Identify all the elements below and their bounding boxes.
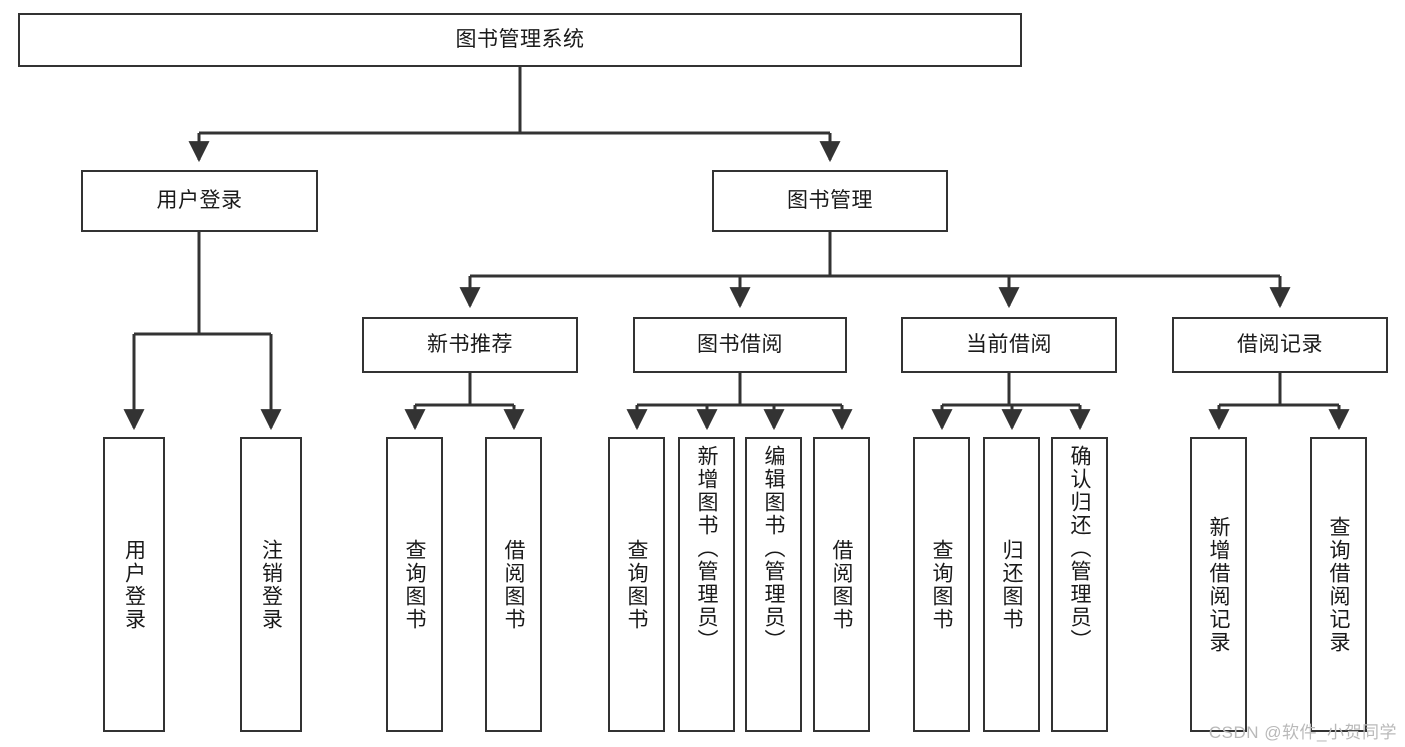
node-edit-book-admin-label: 编辑图书（管理员） (762, 445, 785, 652)
node-user-login-label: 用户登录 (156, 188, 243, 212)
node-query-borrow-record-label: 查询借阅记录 (1327, 515, 1350, 654)
node-current-borrow[interactable]: 当前借阅 (901, 317, 1117, 373)
node-new-book-recommend[interactable]: 新书推荐 (362, 317, 578, 373)
node-root-label: 图书管理系统 (455, 27, 585, 51)
node-add-book-admin-label: 新增图书（管理员） (695, 445, 718, 652)
node-return-book-label: 归还图书 (1000, 538, 1023, 631)
node-borrow-records-label: 借阅记录 (1237, 332, 1323, 356)
watermark-text: CSDN @软件_小贺同学 (1208, 723, 1397, 742)
node-user-login-action-label: 用户登录 (122, 538, 146, 631)
node-book-borrow[interactable]: 图书借阅 (633, 317, 847, 373)
node-query-book-new[interactable]: 查询图书 (386, 437, 443, 732)
node-return-book[interactable]: 归还图书 (983, 437, 1040, 732)
node-book-borrow-label: 图书借阅 (697, 332, 783, 356)
node-user-login[interactable]: 用户登录 (81, 170, 318, 232)
node-user-login-action[interactable]: 用户登录 (103, 437, 165, 732)
node-borrow-book-new[interactable]: 借阅图书 (485, 437, 542, 732)
node-edit-book-admin[interactable]: 编辑图书（管理员） (745, 437, 802, 732)
node-root[interactable]: 图书管理系统 (18, 13, 1022, 67)
node-query-book-new-label: 查询图书 (403, 538, 426, 631)
node-confirm-return-admin-label: 确认归还（管理员） (1068, 445, 1091, 652)
node-book-management[interactable]: 图书管理 (712, 170, 948, 232)
node-add-borrow-record-label: 新增借阅记录 (1207, 515, 1230, 654)
node-query-book-borrow-label: 查询图书 (625, 538, 648, 631)
node-query-book-current[interactable]: 查询图书 (913, 437, 970, 732)
node-borrow-book-action[interactable]: 借阅图书 (813, 437, 870, 732)
node-new-book-recommend-label: 新书推荐 (427, 332, 513, 356)
node-query-book-current-label: 查询图书 (930, 538, 953, 631)
node-confirm-return-admin[interactable]: 确认归还（管理员） (1051, 437, 1108, 732)
node-add-book-admin[interactable]: 新增图书（管理员） (678, 437, 735, 732)
node-borrow-book-new-label: 借阅图书 (502, 538, 525, 631)
node-query-book-borrow[interactable]: 查询图书 (608, 437, 665, 732)
node-book-management-label: 图书管理 (787, 188, 873, 212)
node-current-borrow-label: 当前借阅 (966, 332, 1052, 356)
node-user-logout-action[interactable]: 注销登录 (240, 437, 302, 732)
node-query-borrow-record[interactable]: 查询借阅记录 (1310, 437, 1367, 732)
node-borrow-book-action-label: 借阅图书 (830, 538, 853, 631)
node-add-borrow-record[interactable]: 新增借阅记录 (1190, 437, 1247, 732)
node-borrow-records[interactable]: 借阅记录 (1172, 317, 1388, 373)
node-user-logout-action-label: 注销登录 (259, 538, 283, 631)
